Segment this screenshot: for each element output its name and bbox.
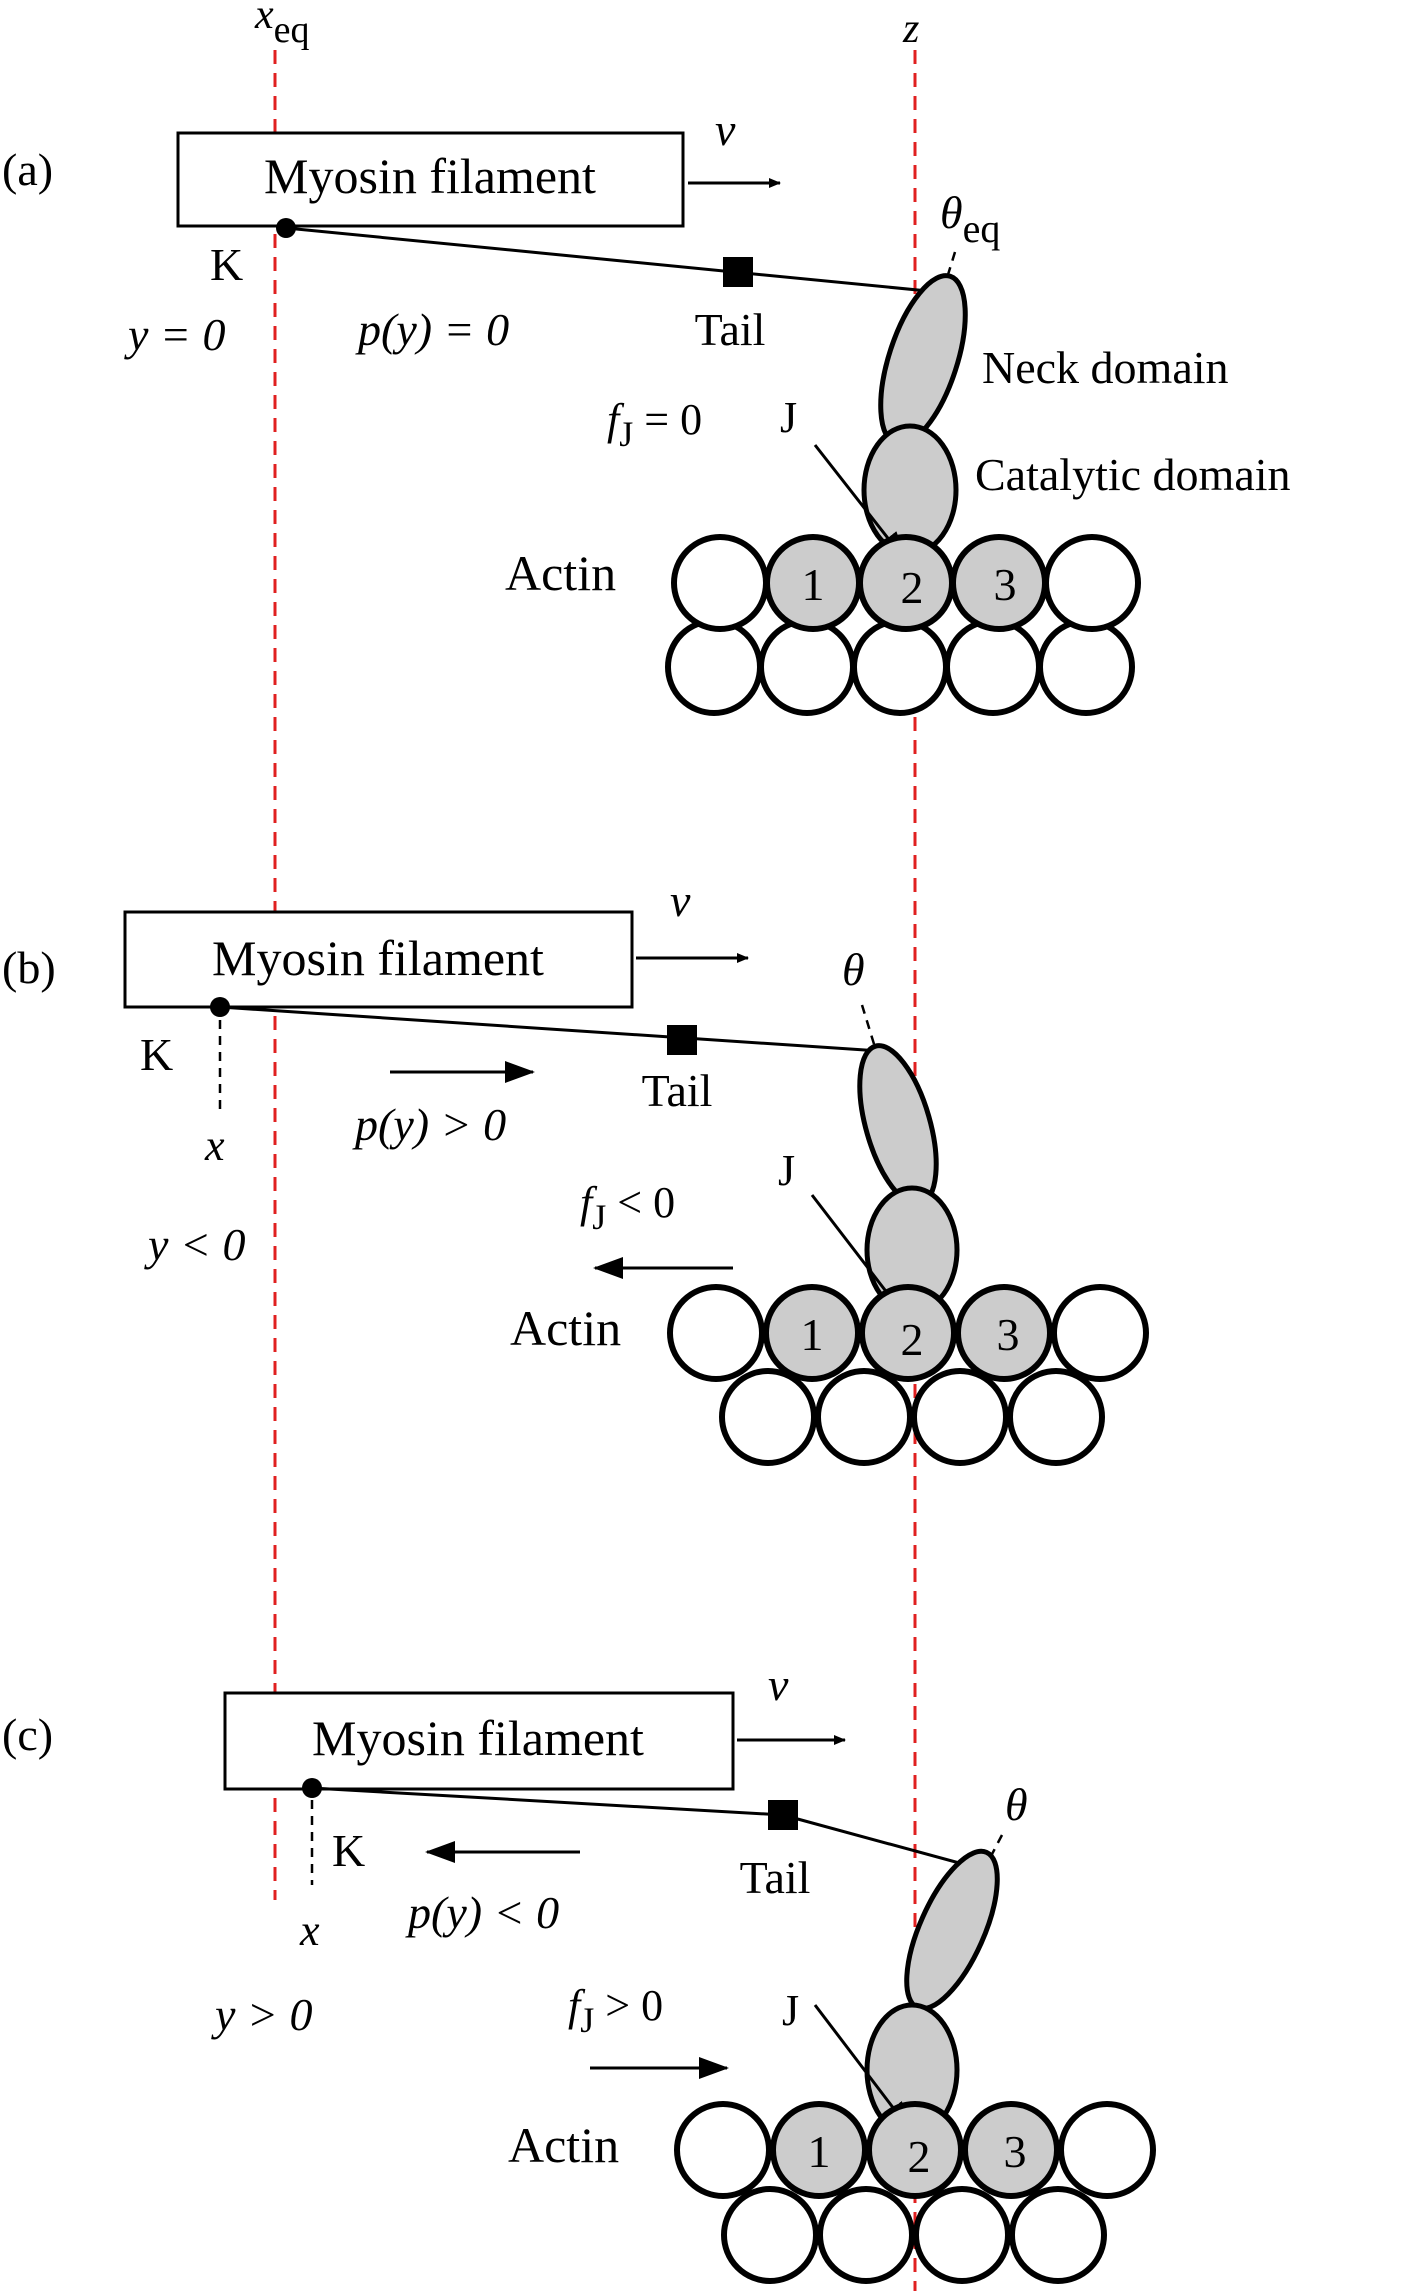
theta-label-c: θ bbox=[1005, 1779, 1028, 1830]
actin-filament-b: 1 2 3 bbox=[667, 1284, 1149, 1466]
z-label: z bbox=[902, 6, 919, 52]
p-condition-c: p(y) < 0 bbox=[405, 1887, 559, 1938]
monomer-2-label-c: 2 bbox=[908, 2131, 931, 2182]
actin-monomer bbox=[815, 1368, 913, 1466]
tail-link-line-2 bbox=[782, 1813, 986, 1872]
tail-link-line bbox=[219, 1005, 881, 1053]
actin-monomer-2 bbox=[866, 2101, 964, 2199]
anchor-k-point bbox=[210, 997, 230, 1017]
actin-monomer bbox=[719, 1368, 817, 1466]
monomer-2-label-a: 2 bbox=[901, 562, 924, 613]
velocity-label: v bbox=[768, 1659, 789, 1710]
actin-monomer bbox=[671, 534, 769, 632]
actin-filament-a: 1 2 3 bbox=[665, 534, 1141, 716]
myosin-filament-label: Myosin filament bbox=[312, 1710, 644, 1766]
tail-link-line bbox=[285, 226, 939, 294]
theta-label-b: θ bbox=[842, 944, 865, 995]
myosin-filament-box bbox=[223, 1691, 735, 1791]
actin-monomer bbox=[721, 2186, 819, 2284]
tail-marker bbox=[667, 1025, 697, 1055]
tail-label: Tail bbox=[695, 304, 766, 355]
panel-b: (b) Myosin filament v K Tail x p(y) > 0 … bbox=[2, 875, 1149, 1466]
f-condition-c: fJ > 0 bbox=[568, 1981, 663, 2040]
monomer-1-label-c: 1 bbox=[808, 2126, 831, 2177]
x-eq-label: xeq bbox=[254, 0, 310, 51]
actin-monomer bbox=[1009, 2186, 1107, 2284]
panel-a-tag: (a) bbox=[2, 144, 53, 195]
anchor-k-label: K bbox=[210, 239, 243, 290]
actin-label-c: Actin bbox=[508, 2117, 619, 2173]
myosin-filament-label: Myosin filament bbox=[212, 930, 544, 986]
y-condition-b: y < 0 bbox=[144, 1219, 245, 1270]
velocity-label: v bbox=[670, 875, 691, 926]
f-condition-a: fJ = 0 bbox=[607, 395, 702, 454]
monomer-3-label-a: 3 bbox=[994, 559, 1017, 610]
actin-monomer-1 bbox=[770, 2101, 868, 2199]
actin-monomer bbox=[851, 618, 949, 716]
anchor-k-label: K bbox=[140, 1029, 173, 1080]
y-condition-a: y = 0 bbox=[124, 309, 225, 360]
joint-j-label-a: J bbox=[780, 393, 797, 442]
joint-j-label-b: J bbox=[778, 1146, 795, 1195]
y-condition-c: y > 0 bbox=[211, 1989, 312, 2040]
myosin-filament-box bbox=[123, 910, 634, 1009]
theta-eq-label: θeq bbox=[940, 187, 1000, 251]
actin-label-a: Actin bbox=[505, 545, 616, 601]
f-condition-b: fJ < 0 bbox=[580, 1178, 675, 1237]
actin-monomer bbox=[1007, 1368, 1105, 1466]
actin-monomer-3 bbox=[955, 1284, 1053, 1382]
myosin-filament-box bbox=[176, 131, 685, 228]
monomer-1-label-b: 1 bbox=[801, 1309, 824, 1360]
panel-b-tag: (b) bbox=[2, 942, 56, 993]
panel-a: (a) Myosin filament v K Tail y = 0 p(y) … bbox=[2, 104, 1291, 716]
tail-marker bbox=[723, 257, 753, 287]
actin-monomer bbox=[674, 2101, 772, 2199]
velocity-label: v bbox=[715, 104, 736, 155]
p-condition-b: p(y) > 0 bbox=[352, 1099, 506, 1150]
actin-monomer-1 bbox=[763, 1284, 861, 1382]
x-label-b: x bbox=[204, 1121, 225, 1170]
actin-monomer bbox=[758, 618, 856, 716]
myosin-filament-label: Myosin filament bbox=[264, 148, 596, 204]
tail-label: Tail bbox=[642, 1065, 713, 1116]
actin-monomer bbox=[1051, 1284, 1149, 1382]
neck-domain-label: Neck domain bbox=[982, 342, 1229, 393]
actin-monomer bbox=[665, 618, 763, 716]
x-label-c: x bbox=[299, 1906, 320, 1955]
actin-monomer bbox=[817, 2186, 915, 2284]
actin-filament-c: 1 2 3 bbox=[674, 2101, 1156, 2284]
anchor-k-point bbox=[276, 218, 296, 238]
actin-monomer bbox=[944, 618, 1042, 716]
neck-domain-c bbox=[904, 1848, 1000, 2012]
anchor-k-label: K bbox=[332, 1825, 365, 1876]
monomer-3-label-b: 3 bbox=[997, 1309, 1020, 1360]
actin-monomer-2 bbox=[859, 1284, 957, 1382]
tail-link-line-1 bbox=[311, 1786, 784, 1817]
neck-domain-b bbox=[857, 1043, 939, 1207]
actin-monomer bbox=[913, 2186, 1011, 2284]
actin-monomer bbox=[667, 1284, 765, 1382]
monomer-3-label-c: 3 bbox=[1004, 2126, 1027, 2177]
panel-c-tag: (c) bbox=[2, 1709, 53, 1760]
actin-monomer bbox=[1037, 618, 1135, 716]
p-condition-a: p(y) = 0 bbox=[355, 304, 509, 355]
actin-monomer bbox=[911, 1368, 1009, 1466]
monomer-2-label-b: 2 bbox=[901, 1314, 924, 1365]
monomer-1-label-a: 1 bbox=[802, 559, 825, 610]
anchor-k-point bbox=[302, 1778, 322, 1798]
actin-monomer-3 bbox=[962, 2101, 1060, 2199]
tail-label: Tail bbox=[740, 1852, 811, 1903]
panel-c: (c) Myosin filament v K Tail x p(y) < 0 … bbox=[2, 1659, 1156, 2284]
actin-monomer bbox=[1058, 2101, 1156, 2199]
tail-marker bbox=[768, 1800, 798, 1830]
catalytic-domain-label: Catalytic domain bbox=[975, 449, 1291, 500]
actin-label-b: Actin bbox=[510, 1300, 621, 1356]
actin-monomer bbox=[1043, 534, 1141, 632]
joint-j-label-c: J bbox=[782, 1986, 799, 2035]
